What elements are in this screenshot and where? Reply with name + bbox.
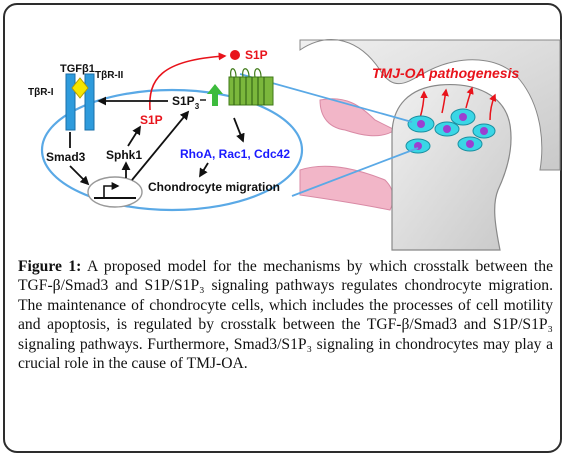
tgfb-receptor-icon [65,73,95,131]
tbr1-label: TβR-I [28,87,54,98]
s1p-inner-label: S1P [140,113,163,127]
temporal-bone [299,39,561,171]
sphk1-to-s1p-arrow [127,125,141,147]
tmj-oa-title: TMJ-OA pathogenesis [372,65,519,81]
promoter-to-s1p3-arrow [131,110,190,181]
smad3-to-promoter-arrow [69,165,90,186]
figure-caption: Figure 1: A proposed model for the mecha… [18,257,553,373]
mandibular-condyle [391,83,512,251]
gpcr-to-rho-arrow [233,117,245,143]
tgfb1-label: TGFβ1 [60,63,95,75]
soft-tissue [319,98,396,137]
tbr2-label: TβR-II [95,70,124,81]
rho-to-migration-arrow [199,162,209,178]
s1p-dot [230,50,240,60]
s1p-outer-label: S1P [245,48,268,62]
s1p3-label: S1P3 [172,94,200,111]
zoom-connector [291,147,419,197]
caption-text: A proposed model for the mechanisms by w… [18,258,553,373]
tmj-anatomy: TMJ-OA pathogenesis [299,39,561,251]
gpcr-membrane-icon [228,68,274,106]
smad3-label: Smad3 [46,150,86,164]
migration-label: Chondrocyte migration [148,180,280,194]
chondrocyte-cell-icon [405,108,496,154]
caption-label: Figure 1: [18,258,82,275]
gene-promoter-icon [87,176,143,208]
rho-gtpases-label: RhoA, Rac1, Cdc42 [180,147,290,161]
up-arrow-icon [207,84,223,106]
sphk1-label: Sphk1 [106,148,142,162]
diagram: TMJ-OA pathogenesis TGFβ1 TβR-II TβR-I S… [28,39,561,251]
